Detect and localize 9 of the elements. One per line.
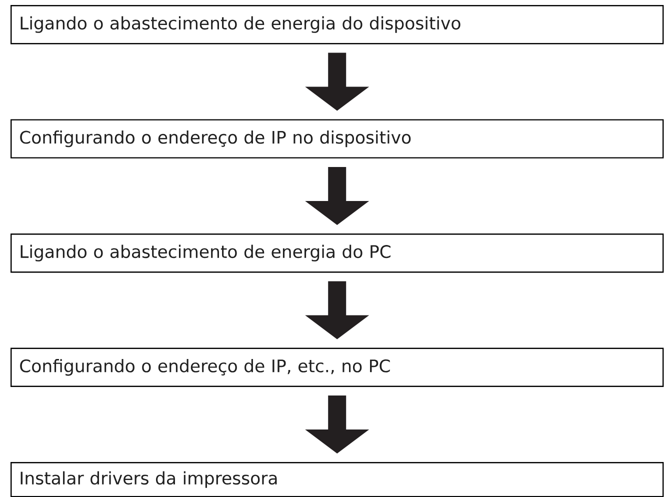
block-arrow (305, 281, 370, 340)
block-arrow (305, 396, 370, 454)
block-arrow (305, 166, 370, 225)
step-box: Ligando o abastecimento de energia do PC (10, 234, 664, 273)
step-box: Configurando o endereço de IP, etc., no PC (10, 348, 664, 387)
step-box: Ligando o abastecimento de energia do dispositivo (10, 5, 664, 44)
step-box: Instalar drivers da impressora (10, 462, 664, 497)
block-arrow (305, 52, 370, 111)
step-box: Configurando o endereço de IP no dispositivo (10, 119, 664, 158)
